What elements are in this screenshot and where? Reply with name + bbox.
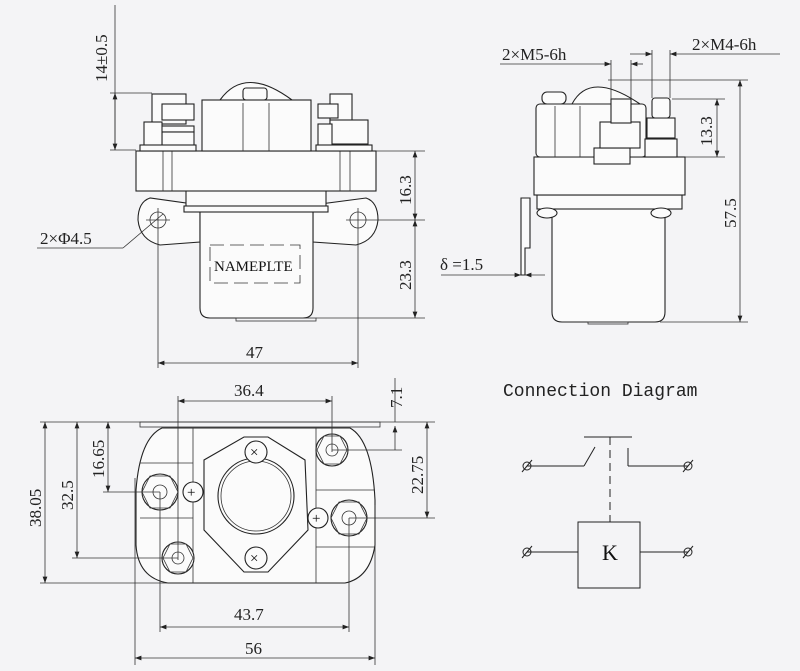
nameplate [209,244,301,284]
connection-diagram-title: Connection Diagram [503,382,697,402]
dim-top-offset: 7.1 [387,387,406,408]
connection-diagram: Connection Diagram K [503,382,697,589]
dim-coil-height: 23.3 [396,260,415,290]
coil-k [577,521,641,589]
bracket [520,197,531,276]
dim-overall-width: 56 [245,639,262,658]
front-view: NAMEPLTE 14±0.5 16.3 [37,5,425,368]
coil-label: K [602,540,618,565]
dim-left-lower-offset: 32.5 [58,480,77,510]
dim-main-terminal-spacing: 36.4 [234,381,264,400]
dim-main-thread: 2×M5-6h [502,45,567,64]
dim-left-upper-offset: 16.65 [89,440,108,478]
nameplate-label: NAMEPLTE [214,259,293,275]
svg-text:×: × [250,551,258,567]
dim-total-height: 57.5 [721,198,740,228]
dim-side-terminal-height: 13.3 [697,116,716,146]
dim-plate-height: 16.3 [396,175,415,205]
dim-aux-terminal-spacing: 43.7 [234,605,264,624]
dim-aux-thread: 2×M4-6h [692,35,757,54]
dim-mount-spacing: 47 [246,343,264,362]
dim-right-offset: 22.75 [408,456,427,494]
top-cover [201,99,312,152]
side-view: 2×M5-6h 2×M4-6h 13.3 57.5 δ =1.5 [440,35,780,325]
svg-text:×: × [250,445,258,461]
dim-mount-holes: 2×Φ4.5 [40,229,92,248]
side-coil-housing [551,204,666,323]
svg-text:+: + [312,511,320,527]
base-plate [135,150,377,192]
dim-front-terminal-height: 14±0.5 [92,34,111,82]
svg-text:+: + [187,485,195,501]
bottom-view: × × + + 36.4 7.1 22.75 38.05 32.5 16.65 [26,378,435,665]
dim-bracket-thickness: δ =1.5 [440,255,483,274]
dim-overall-depth: 38.05 [26,489,45,527]
center-boss [217,457,295,535]
